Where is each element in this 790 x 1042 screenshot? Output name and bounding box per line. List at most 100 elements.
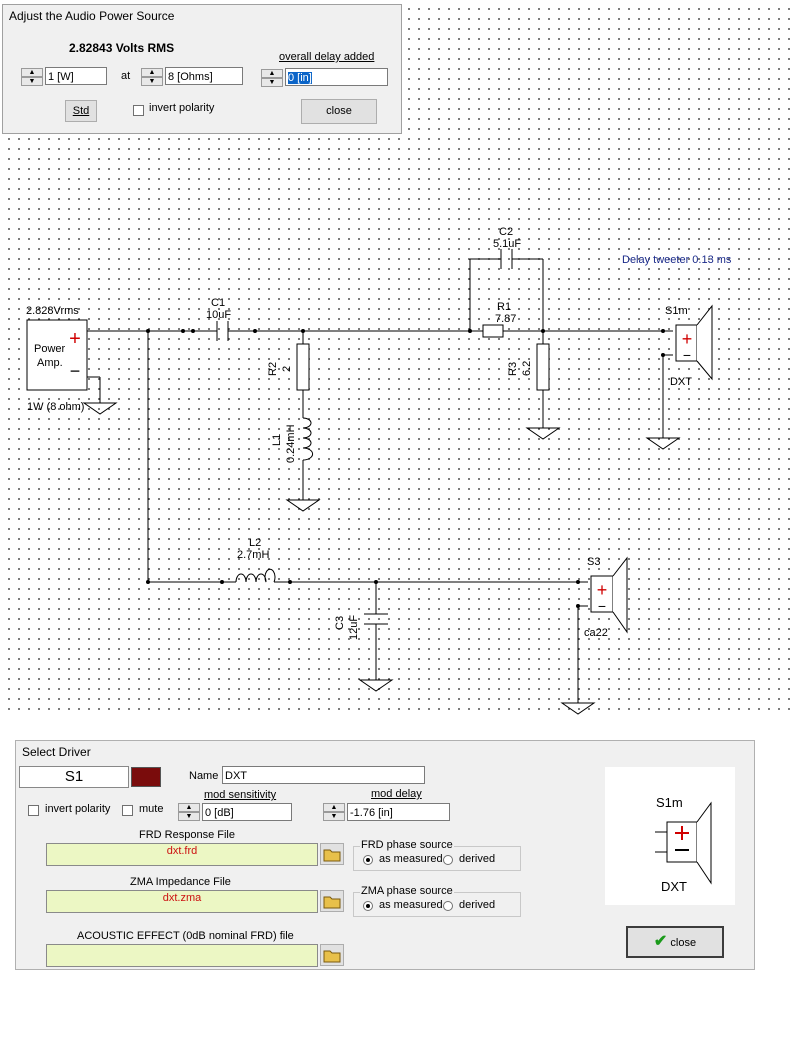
s3-minus-icon: − [598,598,606,614]
mod-delay-label: mod delay [371,788,422,800]
driver-id-box: S1 [19,766,129,788]
zma-file-label: ZMA Impedance File [130,876,231,888]
s1-minus-icon: − [683,347,691,363]
mod-sensitivity-spinner[interactable]: ▲▼ [178,803,200,823]
frd-as-measured-label: as measured [379,853,443,865]
power-source-dialog: Adjust the Audio Power Source 2.82843 Vo… [2,4,402,134]
zma-as-measured-radio[interactable] [363,901,373,911]
frd-file-field[interactable]: dxt.frd [46,843,318,866]
c1-name: C1 [211,297,225,309]
delay-input-value: 0 [in] [288,72,312,84]
junctions [146,329,665,608]
resistor-r1[interactable] [482,324,504,338]
speaker-icon [655,801,712,885]
r3-value: 6.2 [521,361,533,376]
power-dialog-title: Adjust the Audio Power Source [9,9,175,23]
resistor-r2[interactable] [296,343,310,391]
folder-icon [323,896,341,909]
ground-symbols [82,402,681,715]
c2-name: C2 [499,226,513,238]
capacitor-c3[interactable] [364,613,388,625]
frd-derived-radio[interactable] [443,855,453,865]
r2-value: 2 [281,366,293,372]
impedance-input[interactable]: 8 [Ohms] [165,67,243,85]
amp-plus-icon: + [69,328,81,350]
r1-name: R1 [497,301,511,313]
acoustic-browse-button[interactable] [320,944,344,966]
acoustic-file-label: ACOUSTIC EFFECT (0dB nominal FRD) file [77,930,294,942]
name-label: Name [189,770,219,782]
mute-checkbox[interactable] [122,805,133,816]
zma-as-measured-label: as measured [379,899,443,911]
frd-derived-label: derived [459,853,496,865]
impedance-spinner[interactable]: ▲▼ [141,68,163,88]
power-amp-symbol[interactable]: + − Power Amp. [26,319,88,391]
zma-derived-radio[interactable] [443,901,453,911]
s3-name: S3 [587,556,600,568]
l1-value: 0.24mH [285,424,297,463]
power-close-button[interactable]: close [301,99,377,124]
std-button[interactable]: Std [65,100,97,122]
c2-value: 5.1uF [493,238,521,250]
mute-label: mute [139,803,164,815]
resistor-r3[interactable] [536,343,550,391]
frd-browse-button[interactable] [320,843,344,865]
l1-name: L1 [271,434,283,446]
s1-driver: DXT [670,376,692,388]
zma-file-field[interactable]: dxt.zma [46,890,318,913]
delay-spinner[interactable]: ▲▼ [261,69,283,89]
s3-driver: ca22 [584,627,608,639]
c3-name: C3 [334,616,346,630]
at-label: at [121,70,131,82]
driver-color-swatch[interactable] [131,767,161,787]
zma-browse-button[interactable] [320,890,344,912]
inductor-l1[interactable] [302,417,314,461]
delay-annotation: Delay tweeter 0.13 ms [622,254,732,266]
frd-as-measured-radio[interactable] [363,855,373,865]
l2-name: L2 [249,537,261,549]
check-icon: ✔ [653,933,668,950]
c1-value: 10uF [206,309,231,321]
r3-name: R3 [507,362,519,376]
folder-icon [323,849,341,862]
delay-input[interactable]: 0 [in] [285,68,388,86]
r2-name: R2 [267,362,279,376]
schematic[interactable]: + − Power Amp. 2.828Vrms 1W (8 ohm) C1 1… [0,0,790,715]
driver-preview: S1m DXT [605,767,735,905]
zma-derived-label: derived [459,899,496,911]
frd-phase-group: FRD phase source as measured derived [353,839,521,871]
frd-file-label: FRD Response File [139,829,235,841]
driver-invert-checkbox[interactable] [28,805,39,816]
driver-dialog-title: Select Driver [22,745,91,759]
s1-plus-icon: + [682,329,693,349]
power-invert-checkbox[interactable] [133,105,144,116]
driver-close-button[interactable]: ✔ close [626,926,724,958]
source-rating-label: 1W (8 ohm) [27,401,84,413]
speaker-s1[interactable]: + − [675,304,713,381]
r1-value: 7.87 [495,313,516,325]
speaker-s3[interactable]: + − [590,556,628,634]
capacitor-c2[interactable] [500,249,513,269]
mod-delay-input[interactable]: -1.76 [in] [347,803,450,821]
power-input[interactable]: 1 [W] [45,67,107,85]
amp-minus-icon: − [70,361,81,381]
c3-value: 12uF [348,615,360,640]
capacitor-c1[interactable] [216,321,229,341]
select-driver-dialog: Select Driver S1 Name DXT invert polarit… [15,740,755,970]
zma-phase-group: ZMA phase source as measured derived [353,885,521,917]
l2-value: 2.7mH [237,549,269,561]
s1-name: S1m [665,305,688,317]
driver-name-input[interactable]: DXT [222,766,425,784]
zma-phase-label: ZMA phase source [360,885,454,897]
frd-phase-label: FRD phase source [360,839,454,851]
volts-readout: 2.82843 Volts RMS [69,41,175,55]
mod-sensitivity-input[interactable]: 0 [dB] [202,803,292,821]
mod-delay-spinner[interactable]: ▲▼ [323,803,345,823]
amp-label-line2: Amp. [37,357,63,369]
power-invert-label: invert polarity [149,102,215,114]
amp-label-line1: Power [34,343,66,355]
power-spinner[interactable]: ▲▼ [21,68,43,88]
driver-invert-label: invert polarity [45,803,111,815]
acoustic-file-field[interactable] [46,944,318,967]
inductor-l2[interactable] [235,568,276,583]
